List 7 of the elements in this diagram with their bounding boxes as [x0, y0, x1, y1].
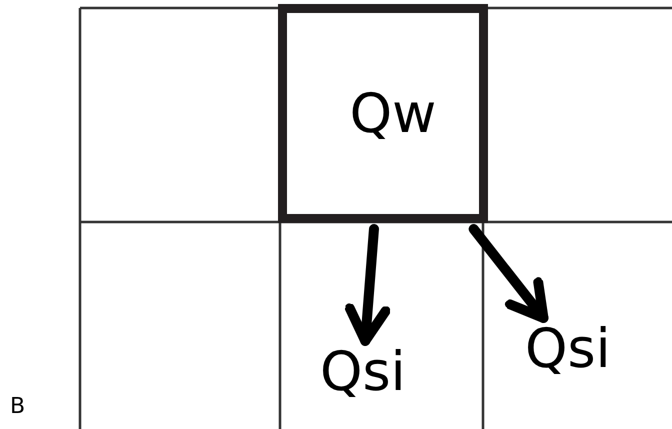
cell-text: Qsi [525, 322, 611, 376]
cell-text: Qw [350, 86, 436, 140]
arrow [468, 224, 548, 323]
panel-letter: B [10, 396, 26, 418]
highlighted-cell [278, 4, 488, 223]
cell-text: Qsi [320, 345, 406, 399]
arrow [344, 224, 391, 346]
